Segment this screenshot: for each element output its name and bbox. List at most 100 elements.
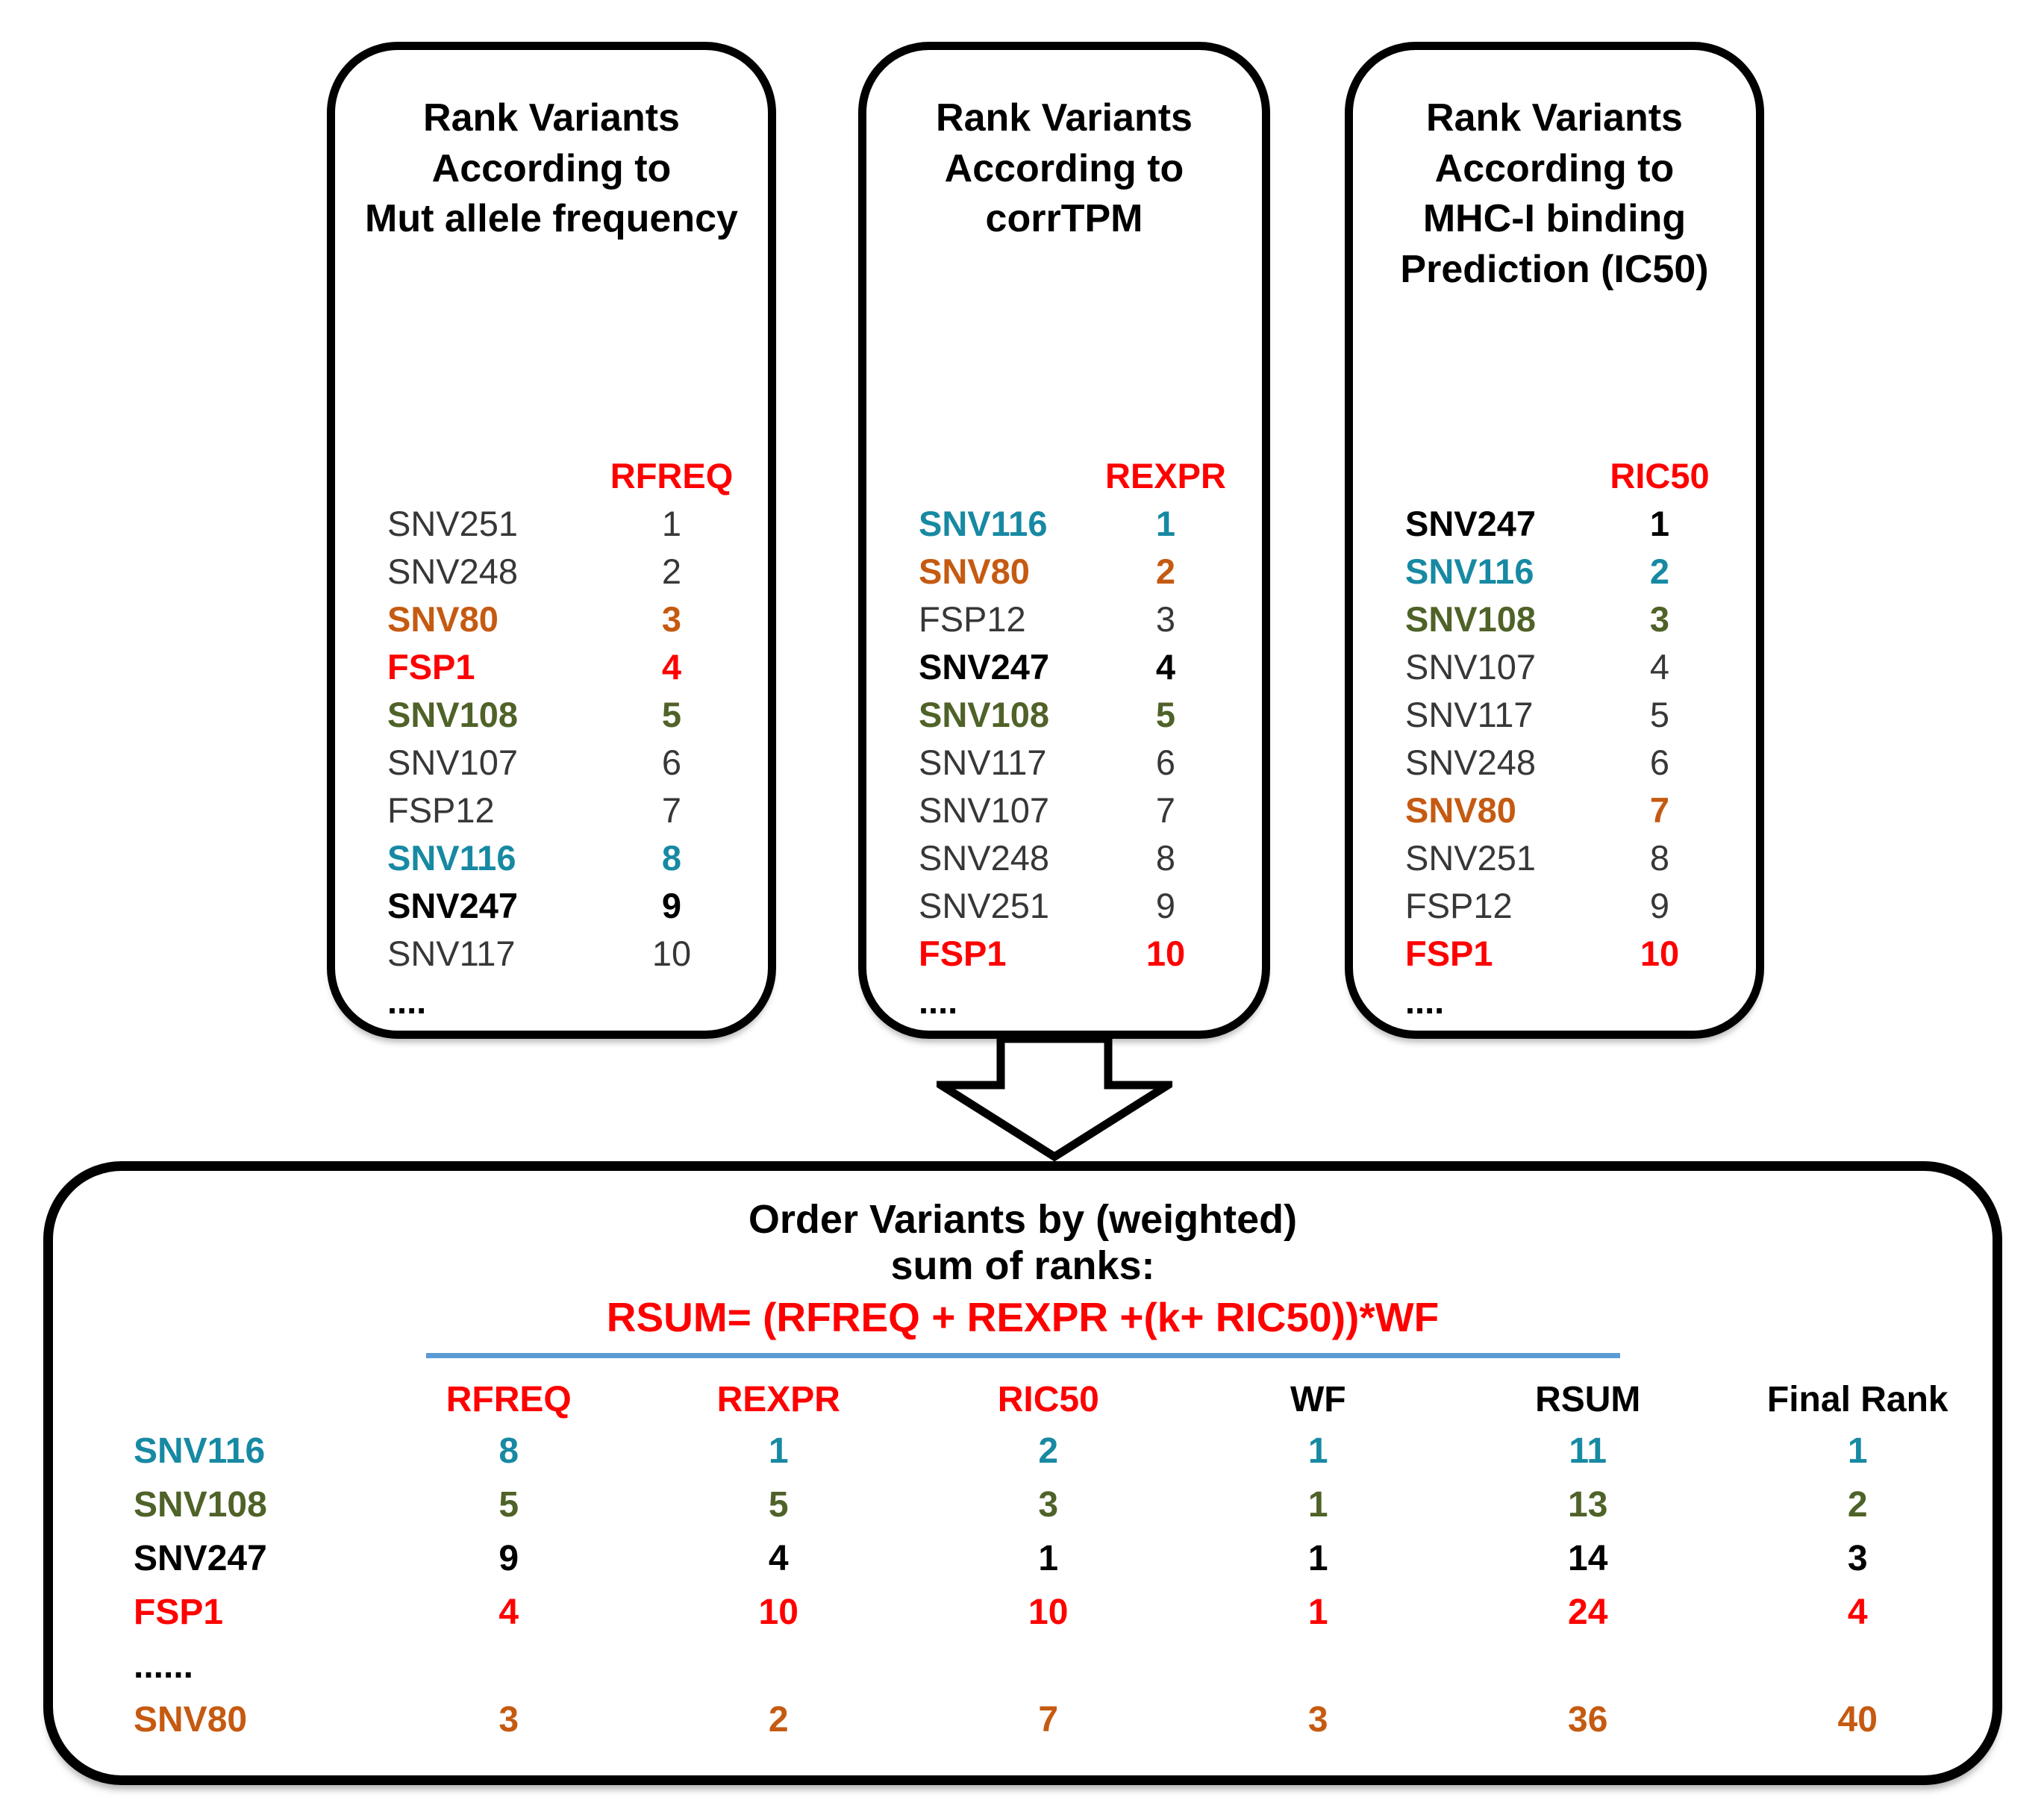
table-row: FSP1 4 10 10 1 24 4 <box>53 1585 1993 1639</box>
cell-final-rank: 2 <box>1847 1484 1868 1525</box>
table-row: SNV116 8 1 2 1 11 1 <box>53 1424 1993 1478</box>
spacer <box>1353 340 1756 451</box>
cell-rsum: 24 <box>1568 1592 1608 1632</box>
box-title-line: According to <box>944 146 1184 190</box>
cell-rexpr: 5 <box>768 1484 789 1525</box>
box-title: Rank Variants According to corrTPM <box>866 83 1262 340</box>
variant-row: SNV117 10 <box>335 929 768 977</box>
variant-name: SNV248 <box>387 551 519 591</box>
rank-column-header: RIC50 <box>1610 455 1710 496</box>
variant-name: FSP1 <box>134 1592 224 1632</box>
variant-name: SNV247 <box>134 1538 267 1578</box>
variant-rank: 7 <box>661 790 682 830</box>
variant-rank: 4 <box>661 646 682 687</box>
variant-name: SNV116 <box>134 1431 266 1471</box>
cell-rsum: 36 <box>1568 1699 1608 1740</box>
column-header: REXPR <box>716 1379 840 1419</box>
column-header: Final Rank <box>1766 1379 1948 1419</box>
box-title-line: According to <box>431 146 672 190</box>
variant-rank: 6 <box>1649 742 1670 782</box>
variant-name: SNV80 <box>134 1699 248 1740</box>
variant-name: SNV248 <box>919 837 1050 878</box>
variant-rank: 1 <box>1155 503 1176 543</box>
table-header-row: RFREQ REXPR RIC50 WF RSUM Final Rank <box>53 1375 1993 1424</box>
divider-line <box>425 1353 1620 1358</box>
cell-ric50: 2 <box>1038 1431 1059 1471</box>
variant-name: SNV251 <box>387 503 519 543</box>
cell-final-rank: 40 <box>1837 1699 1878 1740</box>
variant-name: SNV117 <box>387 933 516 973</box>
ellipsis: .... <box>387 981 427 1021</box>
box-title-line: Prediction (IC50) <box>1400 247 1709 291</box>
variant-name: FSP12 <box>919 599 1026 639</box>
variant-name: SNV107 <box>1405 646 1537 687</box>
box-title: Rank Variants According to Mut allele fr… <box>335 83 768 340</box>
cell-wf: 1 <box>1307 1592 1328 1632</box>
rank-box-corrtpm: Rank Variants According to corrTPM REXPR… <box>858 42 1270 1039</box>
variant-rank: 5 <box>1155 694 1176 734</box>
variant-name: SNV251 <box>1405 837 1537 878</box>
box-title: Rank Variants According to MHC-I binding… <box>1353 83 1756 340</box>
variant-name: SNV80 <box>387 599 499 639</box>
cell-rexpr: 1 <box>768 1431 789 1471</box>
variant-name: SNV108 <box>919 694 1050 734</box>
variant-name: SNV248 <box>1405 742 1537 782</box>
variant-rank: 5 <box>661 694 682 734</box>
variant-rank: 2 <box>1649 551 1670 591</box>
variant-name: FSP1 <box>387 646 475 687</box>
variant-row: SNV251 1 <box>335 499 768 547</box>
variant-rank: 1 <box>661 503 682 543</box>
variant-rank: 4 <box>1155 646 1176 687</box>
box-title-line: Rank Variants <box>423 96 680 140</box>
cell-rexpr: 2 <box>768 1699 789 1740</box>
cell-ric50: 1 <box>1038 1538 1059 1578</box>
summary-box: Order Variants by (weighted) sum of rank… <box>43 1161 2002 1785</box>
cell-rfreq: 5 <box>499 1484 519 1525</box>
variant-row: SNV116 2 <box>1353 547 1756 595</box>
variant-rank: 5 <box>1649 694 1670 734</box>
cell-rsum: 13 <box>1568 1484 1608 1525</box>
variant-name: SNV117 <box>1405 694 1534 734</box>
variant-row: SNV248 8 <box>866 834 1262 881</box>
rsum-formula: RSUM= (RFREQ + REXPR +(k+ RIC50))*WF <box>606 1294 1440 1340</box>
variant-name: SNV117 <box>919 742 1047 782</box>
column-header: WF <box>1290 1379 1346 1419</box>
variant-name: SNV251 <box>919 885 1050 925</box>
variant-rank: 10 <box>1146 933 1186 973</box>
variant-name: SNV80 <box>1405 790 1516 830</box>
variant-name: SNV116 <box>1405 551 1534 591</box>
variant-rank: 9 <box>661 885 682 925</box>
summary-title-line: sum of ranks: <box>890 1243 1155 1288</box>
variant-rank: 9 <box>1155 885 1176 925</box>
variant-rank: 10 <box>651 933 692 973</box>
rank-header-row: REXPR <box>866 451 1262 499</box>
variant-name: SNV108 <box>1405 599 1537 639</box>
box-title-line: corrTPM <box>985 197 1143 241</box>
variant-name: SNV247 <box>1405 503 1537 543</box>
variant-name: FSP12 <box>1405 885 1513 925</box>
rank-column-header: RFREQ <box>610 455 734 496</box>
cell-wf: 1 <box>1307 1538 1328 1578</box>
variant-row: SNV248 6 <box>1353 738 1756 786</box>
variant-rank: 2 <box>661 551 682 591</box>
variant-rank: 8 <box>1155 837 1176 878</box>
box-title-line: MHC-I binding <box>1422 197 1687 241</box>
variant-row: FSP1 4 <box>335 643 768 690</box>
variant-name: FSP1 <box>1405 933 1493 973</box>
ellipsis: ...... <box>134 1646 194 1686</box>
cell-rfreq: 8 <box>499 1431 519 1471</box>
cell-wf: 1 <box>1307 1431 1328 1471</box>
